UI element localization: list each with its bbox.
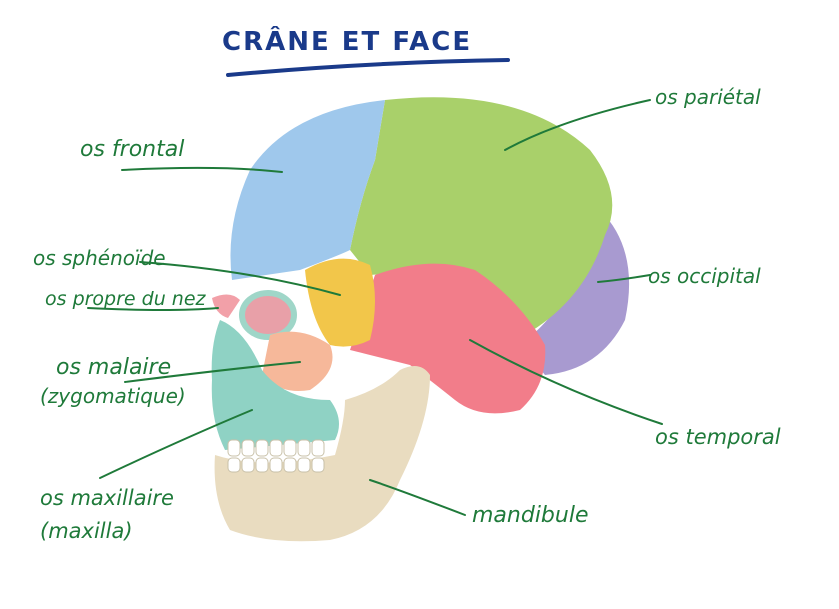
title-underline bbox=[228, 60, 508, 75]
orbit bbox=[242, 293, 294, 337]
page-title: CRÂNE ET FACE bbox=[222, 25, 472, 57]
label-os-propre-du-nez: os propre du nez bbox=[45, 288, 207, 310]
label-zygomatique: (zygomatique) bbox=[40, 384, 186, 408]
nasal-bone bbox=[212, 294, 240, 318]
sphenoid-bone bbox=[305, 259, 375, 347]
label-os-frontal: os frontal bbox=[80, 137, 184, 162]
label-os-parietal: os pariétal bbox=[655, 85, 761, 109]
label-os-sphenoide: os sphénoïde bbox=[33, 246, 166, 270]
label-os-temporal: os temporal bbox=[655, 425, 781, 449]
teeth bbox=[228, 440, 324, 472]
label-os-occipital: os occipital bbox=[648, 264, 761, 288]
label-mandibule: mandibule bbox=[472, 503, 589, 528]
skull-illustration bbox=[212, 97, 629, 541]
label-maxilla: (maxilla) bbox=[40, 519, 133, 543]
label-os-maxillaire: os maxillaire bbox=[40, 486, 174, 510]
label-os-malaire: os malaire bbox=[56, 355, 171, 380]
